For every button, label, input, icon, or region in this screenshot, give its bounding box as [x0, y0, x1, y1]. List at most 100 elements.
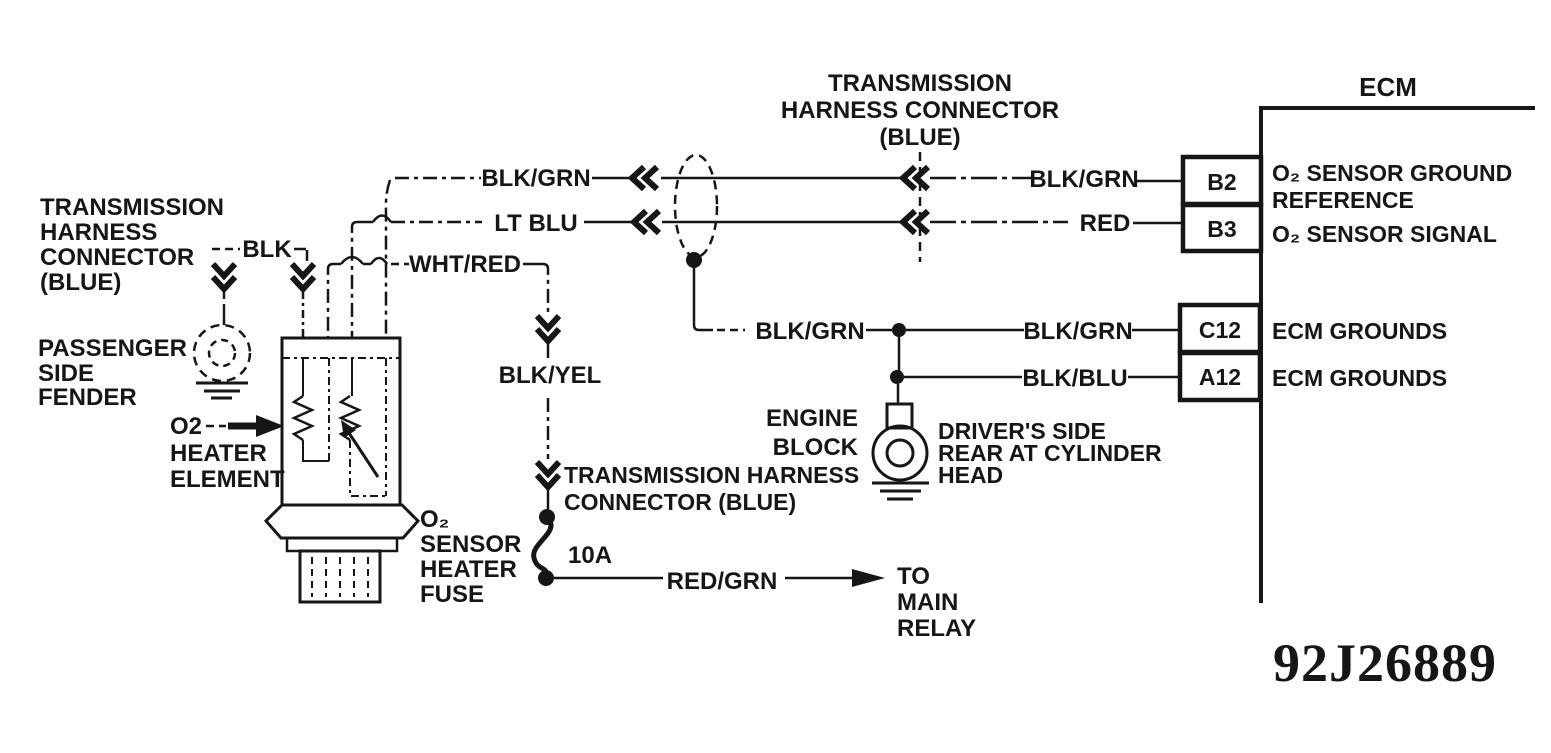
ring-terminal-icon — [192, 323, 252, 383]
pin-id-b2: B2 — [1207, 169, 1236, 195]
connector-chevron-icon — [898, 164, 931, 192]
ground-location-label-line1: DRIVER'S SIDE — [938, 418, 1106, 444]
pin-c12-function: ECM GROUNDS — [1272, 318, 1447, 344]
ring-terminal-icon — [871, 424, 929, 482]
wire-label-lt-blu: LT BLU — [494, 210, 578, 237]
connector-chevron-icon — [898, 208, 931, 236]
heater-element-label-line1: O2 — [170, 413, 202, 440]
ring-terminal-hole — [885, 438, 915, 468]
pin-id-a12: A12 — [1199, 364, 1241, 390]
junction-dot — [892, 323, 906, 337]
fender-label-line1: PASSENGER — [38, 335, 187, 362]
heater-fuse-label-line4: FUSE — [420, 581, 484, 608]
ground-location-label-line3: HEAD — [938, 462, 1003, 488]
wire-segment — [294, 247, 309, 261]
shield-ellipse-icon — [673, 153, 719, 259]
connector-chevron-icon — [629, 208, 662, 236]
sensor-collar — [285, 536, 399, 553]
pin-b2-function-line1: O₂ SENSOR GROUND — [1272, 160, 1512, 186]
wire-label-blk-grn-ground-right: BLK/GRN — [1023, 318, 1132, 345]
main-relay-label-line2: MAIN — [897, 589, 958, 616]
wire-label-blk-grn-right: BLK/GRN — [1029, 166, 1138, 193]
arrowhead-icon — [256, 415, 284, 437]
ecm-block: ECM B2 B3 C12 A12 O₂ SENSOR GROUND REFER… — [1128, 72, 1535, 603]
connector-top-label-line2: HARNESS CONNECTOR — [781, 97, 1059, 124]
ring-terminal-tab — [885, 402, 914, 430]
ecm-ground-circuit: BLK/GRN BLK/GRN BLK/BLU ENGINE BLOCK DRI… — [755, 318, 1162, 501]
sensor-threads — [298, 549, 382, 604]
connector-top-label-line1: TRANSMISSION — [828, 70, 1012, 97]
fuse-rating: 10A — [568, 542, 612, 569]
wire-crossover-hop — [340, 255, 364, 265]
connector-bottom-label-line2: CONNECTOR (BLUE) — [564, 489, 796, 515]
wire-crossover-hop — [371, 214, 393, 223]
pin-box-a12 — [1177, 350, 1263, 403]
pin-a12-function: ECM GROUNDS — [1272, 365, 1447, 391]
wire-segment — [302, 440, 329, 462]
heater-fuse-label-line1: O₂ — [420, 506, 449, 533]
cable-shield — [673, 153, 745, 332]
pin-box-c12 — [1177, 302, 1263, 355]
main-relay-label-line1: TO — [897, 563, 930, 590]
thread-hatch — [311, 557, 369, 597]
connector-chevron-down-icon — [210, 261, 238, 294]
connector-chevron-down-icon — [534, 313, 562, 346]
wire-segment — [349, 440, 386, 497]
wire-label-red: RED — [1080, 210, 1131, 237]
wire-wht-red-drop-to-sensor — [326, 262, 334, 338]
fuse-icon — [531, 515, 554, 574]
engine-block-label-line1: ENGINE — [766, 405, 858, 432]
wire-lt-blu-drop-to-sensor — [350, 220, 358, 338]
heater-power-circuit: WHT/RED BLK/YEL TRANSMISSION HARNESS CON… — [326, 251, 976, 642]
sensing-element-resistor-icon — [337, 394, 363, 442]
left-connector-blk-branch: TRANSMISSION HARNESS CONNECTOR (BLUE) BL… — [40, 194, 317, 338]
connector-left-label-line4: (BLUE) — [40, 269, 121, 296]
sensor-hex-flange — [263, 503, 421, 540]
heater-fuse-label-line2: SENSOR — [420, 531, 521, 558]
connector-top-label-line3: (BLUE) — [879, 124, 960, 151]
arrowhead-icon — [852, 569, 885, 587]
junction-dot — [890, 370, 904, 384]
heater-element-label-line3: ELEMENT — [170, 466, 285, 493]
o2-sensor-assembly: O2 HEATER ELEMENT O₂ SENSOR HEATER FUSE — [170, 336, 521, 608]
fender-ground: PASSENGER SIDE FENDER — [38, 323, 252, 411]
wire-crossover-hop — [369, 256, 389, 265]
engine-block-label-line2: BLOCK — [773, 434, 859, 461]
wire-blk-grn-reference: BLK/GRN BLK/GRN — [384, 164, 1139, 338]
connector-bottom-label-line1: TRANSMISSION HARNESS — [564, 462, 859, 488]
fuse-terminal-dot — [538, 570, 554, 586]
pin-b3-function: O₂ SENSOR SIGNAL — [1272, 221, 1497, 247]
fender-label-line2: SIDE — [38, 360, 94, 387]
wire-label-blk-yel: BLK/YEL — [499, 362, 602, 389]
ecm-title: ECM — [1359, 72, 1417, 102]
wire-label-blk: BLK — [242, 236, 292, 263]
pin-b2-function-line2: REFERENCE — [1272, 187, 1414, 213]
wire-blk-grn-drop-to-sensor — [384, 179, 392, 338]
pin-id-b3: B3 — [1207, 216, 1236, 242]
connector-left-label-line1: TRANSMISSION — [40, 194, 224, 221]
wire-segment — [692, 324, 713, 332]
connector-chevron-down-icon — [289, 261, 317, 294]
connector-chevron-down-icon — [534, 459, 562, 492]
connector-left-label-line2: HARNESS — [40, 219, 157, 246]
wire-o2-signal: LT BLU RED — [350, 208, 1131, 338]
junction-dot — [686, 252, 702, 268]
wire-label-wht-red: WHT/RED — [409, 251, 521, 278]
ground-symbol-icon — [196, 381, 248, 400]
heater-fuse-label-line3: HEATER — [420, 556, 517, 583]
wire-label-red-grn: RED/GRN — [667, 568, 778, 595]
fender-label-line3: FENDER — [38, 384, 137, 411]
heater-element-label-line2: HEATER — [170, 440, 267, 467]
transmission-harness-connector-top: TRANSMISSION HARNESS CONNECTOR (BLUE) — [781, 70, 1059, 262]
pin-id-c12: C12 — [1199, 317, 1241, 343]
connector-chevron-icon — [627, 164, 660, 192]
pin-box-b2 — [1180, 154, 1264, 207]
wire-label-blk-blu: BLK/BLU — [1022, 365, 1127, 392]
ecm-boundary — [1259, 106, 1535, 603]
main-relay-label-line3: RELAY — [897, 615, 976, 642]
ground-symbol-icon — [872, 481, 929, 501]
ring-terminal-hole — [207, 338, 237, 368]
diagram-id: 92J26889 — [1273, 633, 1497, 693]
